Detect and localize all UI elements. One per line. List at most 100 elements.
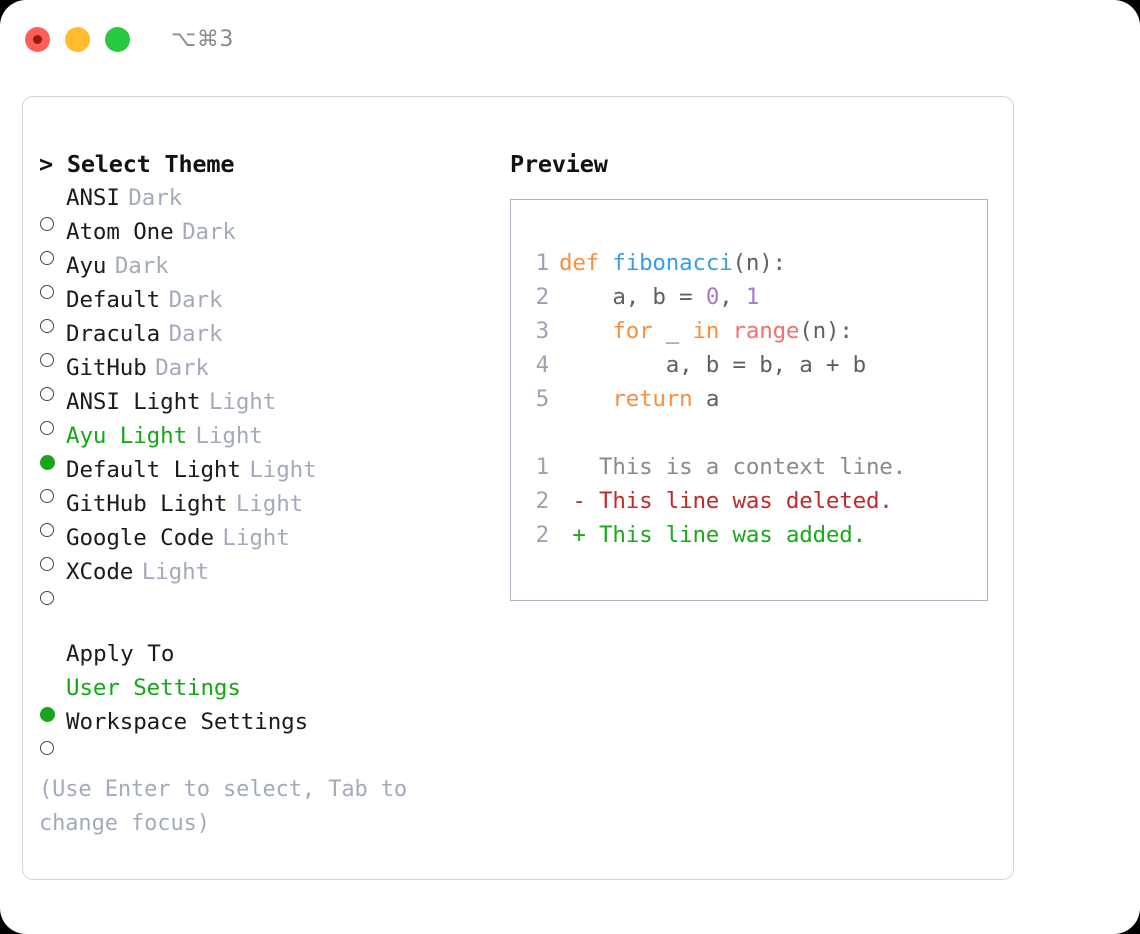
code-text: a, b = b, a + b: [559, 348, 866, 382]
apply-to-label: Apply To: [66, 641, 175, 667]
theme-option-ayu-light[interactable]: Ayu Light Light: [39, 419, 493, 470]
line-number: 1: [535, 454, 550, 480]
theme-option-label: Default Light: [66, 457, 241, 483]
line-number: 3: [535, 318, 550, 344]
theme-option-xcode[interactable]: XCode Light: [39, 555, 493, 605]
theme-option-label: Default: [66, 287, 161, 313]
recording-indicator-icon: [33, 34, 42, 44]
line-number: 2: [535, 522, 550, 548]
theme-option-label: Atom One: [66, 219, 174, 245]
theme-variant-label: Dark: [114, 253, 169, 279]
theme-option-label: Ayu Light: [66, 423, 188, 449]
token-pln: a, b =: [559, 284, 706, 310]
token-pln: [559, 386, 612, 412]
spacer: [39, 589, 493, 637]
token-num: 0: [705, 284, 720, 310]
token-pln: a: [692, 386, 720, 412]
close-button[interactable]: [25, 26, 50, 52]
apply-option-user-settings[interactable]: User Settings: [39, 671, 493, 722]
token-kw: return: [612, 386, 693, 412]
diff-line: 1 This is a context line.: [511, 450, 987, 484]
token-kw: def: [559, 250, 613, 276]
theme-variant-label: Dark: [168, 321, 223, 347]
theme-option-label: XCode: [66, 559, 134, 585]
keyboard-hint: (Use Enter to select, Tab to change focu…: [39, 777, 421, 836]
code-line: 4 a, b = b, a + b: [511, 348, 987, 382]
code-text: - This line was deleted.: [559, 484, 893, 518]
theme-variant-label: Light: [141, 559, 209, 585]
theme-option-label: ANSI: [66, 185, 120, 211]
theme-option-label: Dracula: [66, 321, 161, 347]
token-kw: in: [692, 318, 720, 344]
title-bar: ⌥⌘3: [0, 0, 1140, 78]
theme-variant-label: Light: [222, 525, 290, 551]
token-pln: [559, 318, 612, 344]
theme-option-github-light[interactable]: GitHub Light Light: [39, 487, 493, 537]
token-pln: [719, 318, 732, 344]
token-pln: a, b = b, a + b: [559, 352, 866, 378]
theme-option-label: GitHub: [66, 355, 147, 381]
theme-option-dracula[interactable]: Dracula Dark: [39, 317, 493, 367]
theme-variant-label: Light: [235, 491, 304, 517]
token-pln: _: [652, 318, 693, 344]
diff-line: 2 + This line was added.: [511, 518, 987, 552]
theme-variant-label: Light: [208, 389, 277, 415]
theme-option-github[interactable]: GitHub Dark: [39, 351, 493, 401]
apply-option-workspace-settings[interactable]: Workspace Settings: [39, 705, 493, 755]
line-number: 1: [535, 250, 550, 276]
theme-option-default-light[interactable]: Default Light Light: [39, 453, 493, 503]
token-kw: for: [612, 318, 653, 344]
code-text: + This line was added.: [559, 518, 866, 552]
line-number: 5: [535, 386, 550, 412]
line-number: 2: [535, 488, 550, 514]
token-call: range: [732, 318, 800, 344]
code-line: 2 a, b = 0, 1: [511, 280, 987, 314]
theme-option-google-code[interactable]: Google Code Light: [39, 521, 493, 571]
diff-line: 2 - This line was deleted.: [511, 484, 987, 518]
apply-option-label: Workspace Settings: [66, 709, 309, 735]
token-ctx: This is a context line.: [559, 454, 906, 480]
code-text: return a: [559, 382, 719, 416]
theme-option-ansi-light[interactable]: ANSI Light Light: [39, 385, 493, 435]
line-number: 2: [535, 284, 550, 310]
diff-block: 1 This is a context line.2 - This line w…: [511, 450, 987, 552]
spacer: [511, 416, 987, 450]
traffic-lights: [25, 26, 130, 52]
token-add: + This line was added.: [559, 522, 866, 548]
token-pln: (n):: [799, 318, 853, 344]
token-pln: ,: [719, 284, 746, 310]
theme-option-ayu[interactable]: Ayu Dark: [39, 249, 493, 299]
token-pln: (n):: [732, 250, 787, 276]
theme-variant-label: Light: [195, 423, 263, 449]
maximize-button[interactable]: [105, 26, 130, 52]
code-text: a, b = 0, 1: [559, 280, 759, 314]
code-text: This is a context line.: [559, 450, 906, 484]
token-del: - This line was deleted.: [559, 488, 893, 514]
token-num: 1: [745, 284, 760, 310]
theme-option-label: Ayu: [66, 253, 107, 279]
theme-option-label: ANSI Light: [66, 389, 201, 415]
preview-title: Preview: [510, 150, 608, 178]
theme-variant-label: Light: [249, 457, 317, 483]
minimize-button[interactable]: [65, 26, 90, 52]
apply-option-label: User Settings: [66, 675, 241, 701]
code-text: for _ in range(n):: [559, 314, 853, 348]
code-line: 5 return a: [511, 382, 987, 416]
line-number: 4: [535, 352, 550, 378]
theme-option-label: GitHub Light: [66, 491, 228, 517]
theme-variant-label: Dark: [155, 355, 209, 381]
theme-option-label: Google Code: [66, 525, 214, 551]
spacer: [39, 739, 493, 773]
